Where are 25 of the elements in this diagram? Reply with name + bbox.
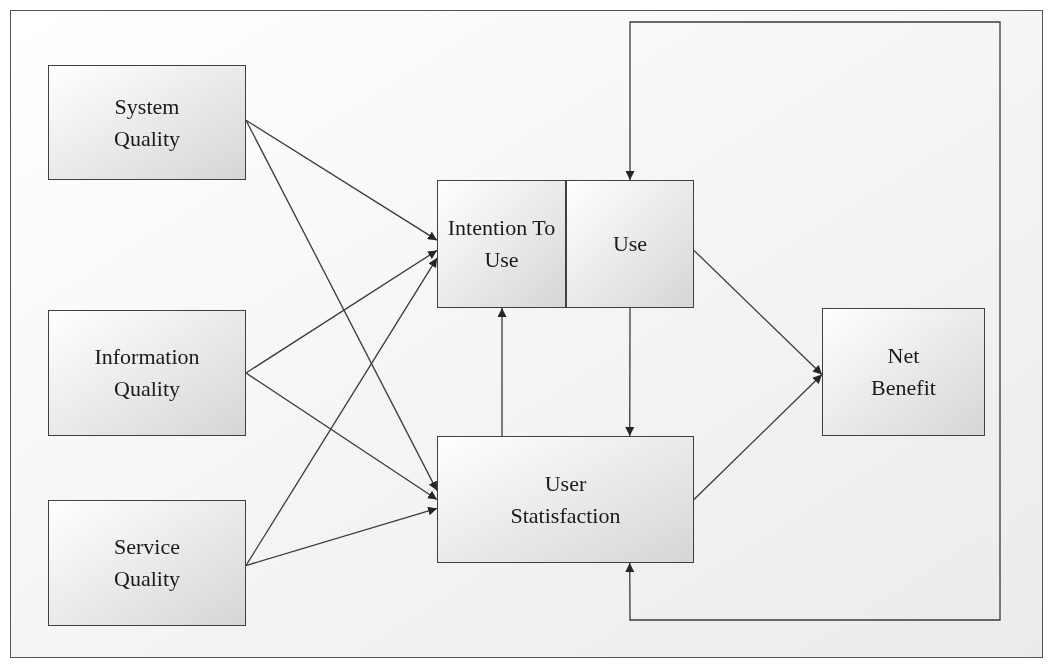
arrow bbox=[245, 506, 438, 567]
arrow bbox=[497, 307, 507, 437]
arrow bbox=[693, 249, 823, 376]
arrow bbox=[625, 21, 1001, 621]
arrow bbox=[245, 119, 438, 241]
arrow bbox=[693, 373, 823, 501]
factor-box bbox=[48, 65, 246, 180]
factor-box bbox=[566, 180, 694, 308]
factor-label: User Statisfaction bbox=[509, 469, 622, 530]
arrow bbox=[245, 372, 438, 501]
arrow bbox=[245, 119, 438, 492]
factor-label: Service Quality bbox=[113, 533, 181, 593]
factor-box bbox=[48, 500, 246, 626]
arrow bbox=[245, 257, 438, 567]
factor-label: Use bbox=[612, 230, 648, 258]
factor-box bbox=[822, 308, 985, 436]
factor-label: System Quality bbox=[113, 92, 181, 153]
factor-box bbox=[437, 436, 694, 563]
factor-label: Information Quality bbox=[93, 343, 201, 403]
factor-label: Intention To Use bbox=[446, 214, 557, 274]
factor-box bbox=[437, 180, 566, 308]
arrow bbox=[245, 249, 438, 374]
factor-label: Net Benefit bbox=[870, 342, 937, 402]
arrow bbox=[625, 307, 635, 437]
factor-box bbox=[48, 310, 246, 436]
